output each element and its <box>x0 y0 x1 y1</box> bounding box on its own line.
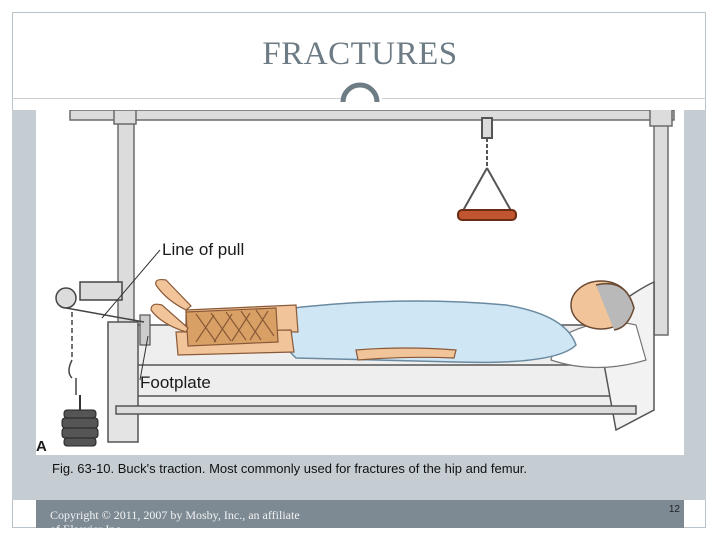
page-number: 12 <box>668 504 680 515</box>
patient-head <box>570 280 635 331</box>
bucks-traction-illustration: Line of pull Footplate A <box>36 105 684 455</box>
footer-bar <box>36 500 684 528</box>
right-side-band <box>684 110 706 500</box>
label-leaders <box>101 249 161 381</box>
title-divider-right <box>382 98 706 99</box>
title-arc-ornament <box>340 82 380 103</box>
overhead-frame <box>69 105 675 336</box>
line-of-pull-label: Line of pull <box>162 240 244 259</box>
trapeze <box>457 117 517 221</box>
patient-gown <box>275 300 577 364</box>
figure-caption: Fig. 63-10. Buck's traction. Most common… <box>52 461 528 476</box>
footplate-shape <box>139 314 151 346</box>
footplate-label: Footplate <box>140 373 211 392</box>
patient-arm <box>355 347 457 361</box>
traction-weights <box>61 395 99 447</box>
pillow <box>550 321 647 369</box>
traction-drawing: Line of pull Footplate A <box>36 105 675 455</box>
pulley-system <box>55 281 145 395</box>
caption-band <box>36 455 684 500</box>
traction-wrap <box>185 307 279 347</box>
left-side-band <box>12 110 36 500</box>
slide-title: FRACTURES <box>262 36 458 72</box>
panel-label-a: A <box>36 438 47 455</box>
copyright-text: Copyright © 2011, 2007 by Mosby, Inc., a… <box>50 508 300 528</box>
patient-feet <box>150 278 192 333</box>
title-divider-left <box>12 98 342 99</box>
